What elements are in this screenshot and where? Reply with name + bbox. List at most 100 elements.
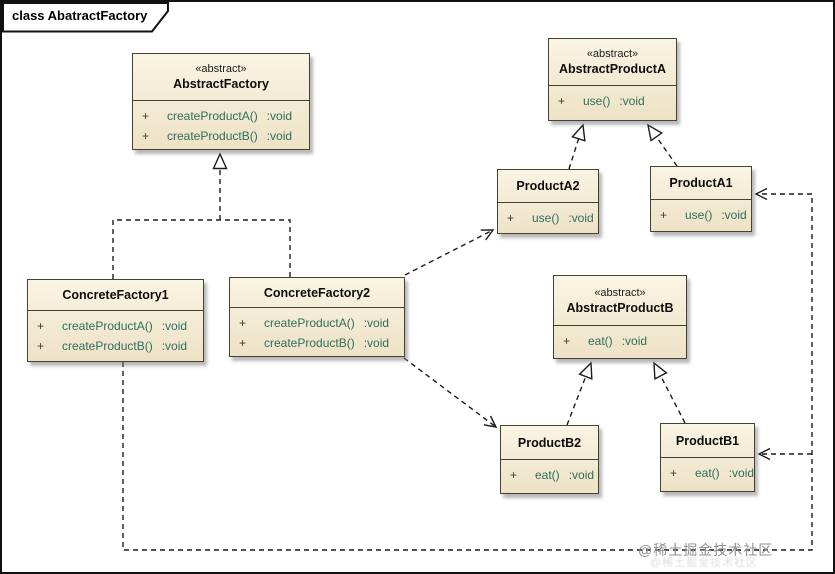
class-header: «abstract» AbstractProductA [549, 39, 676, 86]
class-product-a2: ProductA2 + use() :void [497, 169, 599, 234]
class-header: ProductB2 [501, 426, 598, 460]
method-return: :void [728, 466, 755, 480]
class-header: «abstract» AbstractProductB [554, 276, 686, 326]
realization-producta2 [568, 123, 586, 170]
method-visibility: + [670, 466, 678, 480]
class-product-a1: ProductA1 + use() :void [650, 166, 752, 232]
method-row: + createProductB() :void [230, 333, 404, 353]
class-header: ProductA2 [498, 170, 598, 203]
method-signature: use() [583, 94, 611, 108]
class-abstract-product-b: «abstract» AbstractProductB + eat() :voi… [553, 275, 687, 359]
method-return: :void [621, 334, 648, 348]
class-name: ProductA2 [516, 179, 580, 193]
method-compartment: + createProductA() :void + createProduct… [28, 311, 203, 356]
method-return: :void [161, 339, 188, 353]
frame-tab-shape [2, 2, 169, 33]
class-header: ConcreteFactory1 [28, 280, 203, 311]
method-return: :void [363, 316, 390, 330]
class-abstract-factory: «abstract» AbstractFactory + createProdu… [132, 53, 310, 150]
method-signature: createProductB() [62, 339, 153, 353]
frame-tab-label: class AbatractFactory [12, 8, 148, 23]
method-visibility: + [510, 468, 518, 482]
class-name: AbstractProductA [559, 62, 666, 76]
class-concrete-factory2: ConcreteFactory2 + createProductA() :voi… [229, 277, 405, 357]
realization-producta1 [647, 123, 678, 167]
method-row: + eat() :void [554, 331, 686, 351]
stereotype-label: «abstract» [195, 63, 247, 75]
method-signature: eat() [535, 468, 560, 482]
class-name: ConcreteFactory1 [62, 288, 169, 302]
method-compartment: + use() :void [651, 200, 751, 225]
dependency-cf2-producta2 [404, 229, 495, 276]
class-name: ConcreteFactory2 [263, 285, 371, 300]
realization-productb1 [653, 361, 686, 424]
method-visibility: + [239, 336, 247, 350]
method-row: + createProductA() :void [133, 106, 309, 126]
method-row: + use() :void [651, 205, 751, 225]
class-product-b1: ProductB1 + eat() :void [660, 423, 755, 492]
class-header: «abstract» AbstractFactory [133, 54, 309, 101]
method-visibility: + [37, 319, 45, 333]
class-header: ProductB1 [661, 424, 754, 458]
method-row: + eat() :void [501, 465, 598, 485]
method-row: + eat() :void [661, 463, 754, 483]
method-compartment: + createProductA() :void + createProduct… [230, 308, 404, 353]
method-return: :void [721, 208, 747, 222]
method-row: + createProductA() :void [28, 316, 203, 336]
method-visibility: + [507, 211, 515, 225]
class-name: ProductB2 [517, 435, 582, 450]
method-visibility: + [37, 339, 45, 353]
method-return: :void [568, 211, 594, 225]
class-name: ProductB1 [675, 433, 740, 448]
method-signature: use() [532, 211, 560, 225]
class-product-b2: ProductB2 + eat() :void [500, 425, 599, 494]
watermark-text: @稀土掘金技术社区 [638, 542, 774, 558]
method-visibility: + [563, 334, 571, 348]
method-row: + createProductA() :void [230, 313, 404, 333]
method-compartment: + eat() :void [501, 460, 598, 485]
watermark-faint-text: @稀土掘金技术社区 [650, 557, 759, 569]
method-row: + use() :void [549, 91, 676, 111]
stereotype-label: «abstract» [586, 48, 639, 60]
method-compartment: + eat() :void [661, 458, 754, 483]
method-signature: use() [685, 208, 713, 222]
class-concrete-factory1: ConcreteFactory1 + createProductA() :voi… [27, 279, 204, 362]
class-abstract-product-a: «abstract» AbstractProductA + use() :voi… [548, 38, 677, 121]
dependency-cf1-producta1 [122, 187, 813, 551]
method-return: :void [266, 109, 293, 123]
method-visibility: + [558, 94, 566, 108]
method-return: :void [363, 336, 390, 350]
method-signature: createProductA() [167, 109, 258, 123]
method-visibility: + [239, 316, 247, 330]
class-name: ProductA1 [669, 176, 733, 190]
method-compartment: + use() :void [549, 86, 676, 111]
realization-productb2 [566, 361, 593, 426]
method-signature: createProductA() [62, 319, 153, 333]
class-header: ProductA1 [651, 167, 751, 200]
class-name: AbstractFactory [173, 77, 269, 91]
dependency-cf2-productb2 [403, 357, 498, 428]
method-row: + createProductB() :void [28, 336, 203, 356]
class-header: ConcreteFactory2 [230, 278, 404, 308]
realization-branch-factories [112, 219, 291, 279]
method-signature: eat() [695, 466, 720, 480]
method-row: + createProductB() :void [133, 126, 309, 146]
method-compartment: + use() :void [498, 203, 598, 228]
method-return: :void [619, 94, 645, 108]
method-signature: createProductB() [264, 336, 355, 350]
method-signature: eat() [588, 334, 613, 348]
method-compartment: + eat() :void [554, 326, 686, 351]
method-compartment: + createProductA() :void + createProduct… [133, 101, 309, 146]
method-visibility: + [142, 129, 150, 143]
method-row: + use() :void [498, 208, 598, 228]
method-visibility: + [660, 208, 668, 222]
class-name: AbstractProductB [566, 300, 674, 315]
stereotype-label: «abstract» [594, 286, 646, 299]
method-visibility: + [142, 109, 150, 123]
method-return: :void [568, 468, 595, 482]
method-return: :void [266, 129, 293, 143]
method-return: :void [161, 319, 188, 333]
method-signature: createProductA() [264, 316, 355, 330]
